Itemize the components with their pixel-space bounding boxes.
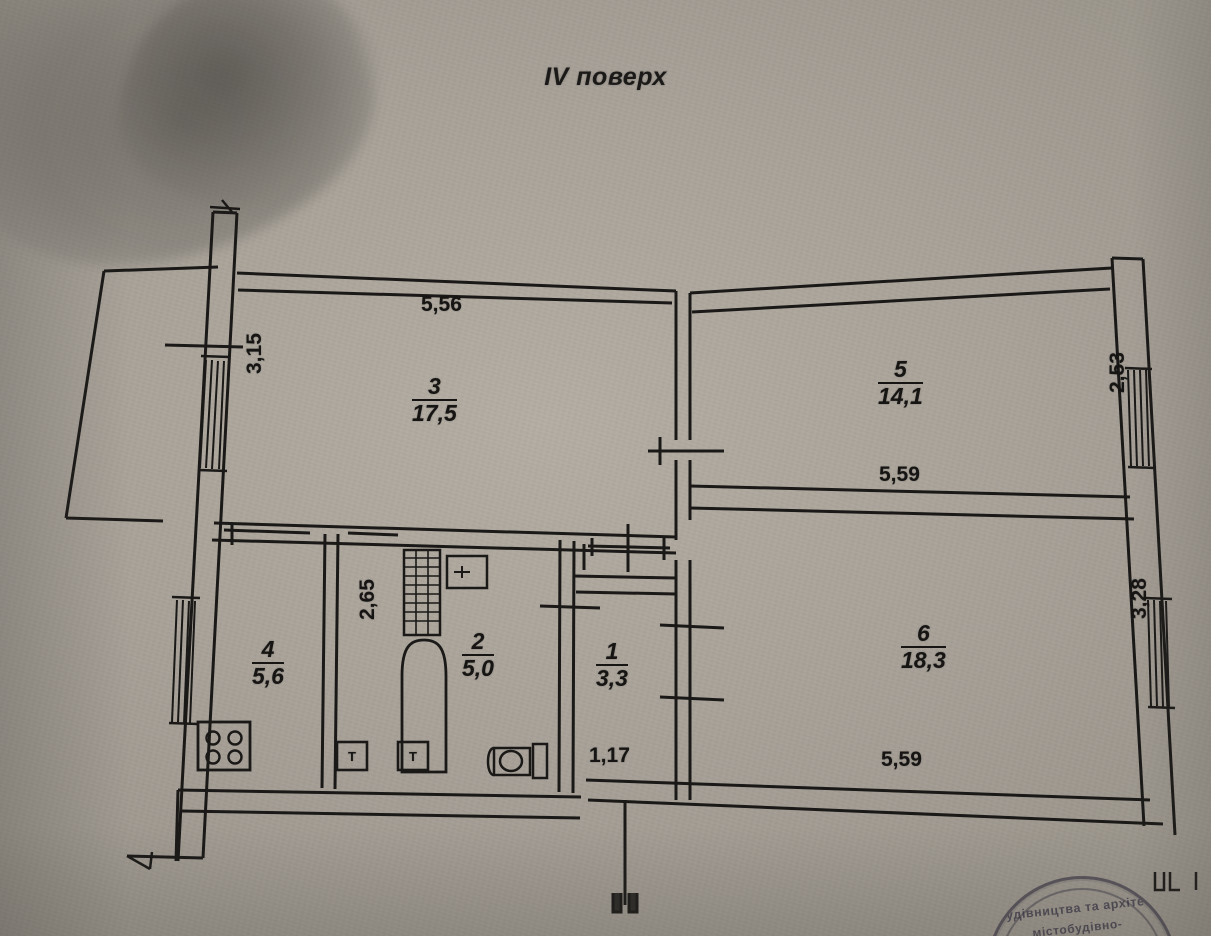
- room2-right-wall: [539, 539, 601, 794]
- room-1-number: 1: [596, 639, 628, 667]
- room5-room6-divider: [689, 484, 1135, 521]
- room-label-3: 3 17,5: [412, 374, 457, 427]
- dimension-1-17: 1,17: [589, 744, 630, 767]
- room-label-4: 4 5,6: [252, 637, 284, 690]
- radiator-letter-2: T: [409, 749, 417, 764]
- room1-top-wall: [573, 524, 677, 596]
- room-label-1: 1 3,3: [596, 639, 628, 692]
- radiator-boxes: [335, 740, 430, 772]
- room-6-area: 18,3: [901, 647, 946, 674]
- room-1-area: 3,3: [596, 665, 628, 692]
- room-label-6: 6 18,3: [901, 621, 946, 674]
- balcony-entry-mark: [209, 199, 241, 213]
- bath-small-fixture: [445, 554, 489, 590]
- dimension-2-53: 2,53: [1106, 352, 1129, 393]
- door-opening-marks: [223, 524, 399, 545]
- dimension-5-59-room5: 5,59: [879, 463, 920, 486]
- room-label-2: 2 5,0: [462, 629, 494, 682]
- right-exterior-wall: [1110, 256, 1177, 836]
- corner-tick-marks: [1153, 872, 1198, 892]
- dimension-5-59-room6: 5,59: [881, 748, 922, 771]
- radiator-letter-1: T: [348, 749, 356, 764]
- room-4-number: 4: [252, 637, 284, 665]
- room-6-number: 6: [901, 621, 946, 649]
- bottom-exterior-wall: [126, 778, 1164, 862]
- dimension-5-56: 5,56: [421, 293, 462, 316]
- floor-title: IV поверх: [0, 63, 1211, 92]
- photo-shadow-blob-secondary: [120, 0, 380, 210]
- top-exterior-wall: [236, 266, 1113, 314]
- room4-room2-divider: [320, 533, 340, 790]
- central-vertical-wall: [648, 291, 725, 800]
- dimension-3-15: 3,15: [243, 333, 266, 374]
- left-bearing-wall: [164, 210, 244, 862]
- room3-bottom-wall: [211, 521, 677, 555]
- bathtub-shape: [400, 638, 448, 774]
- floor-title-text: IV поверх: [544, 63, 667, 91]
- room-label-5: 5 14,1: [878, 357, 923, 410]
- stove-shape: [196, 720, 252, 772]
- toilet-shape: [486, 742, 549, 780]
- room-3-area: 17,5: [412, 400, 457, 427]
- dimension-3-28: 3,28: [1128, 578, 1151, 619]
- balcony-outline: [64, 265, 219, 523]
- dimension-2-65: 2,65: [356, 579, 379, 620]
- room-5-number: 5: [878, 357, 923, 385]
- room-2-area: 5,0: [462, 655, 494, 682]
- north-pointer: [611, 800, 639, 914]
- room-2-number: 2: [462, 629, 494, 657]
- bath-closet-shelving: [402, 548, 442, 637]
- room-3-number: 3: [412, 374, 457, 402]
- bottom-left-corner-mark: [126, 851, 154, 871]
- room-4-area: 5,6: [252, 663, 284, 690]
- room-5-area: 14,1: [878, 383, 923, 410]
